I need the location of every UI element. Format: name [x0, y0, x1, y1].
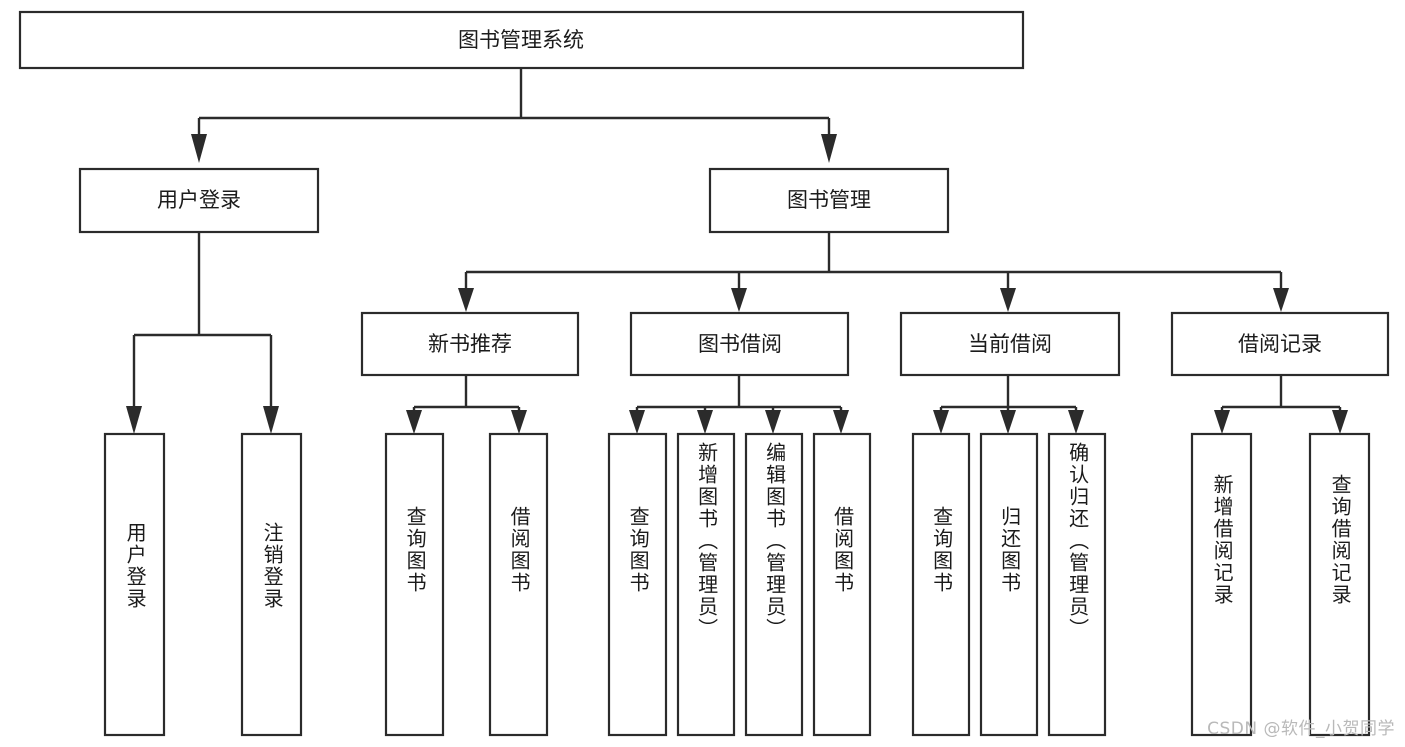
connector-group-user-login — [126, 232, 279, 434]
leaf-box-current-borrow-2[interactable] — [1047, 432, 1107, 737]
arrow-leaf-borrow-record-0 — [1214, 410, 1230, 434]
connector-group-new-book-recommend — [406, 375, 527, 434]
leaf-box-borrow-record-1[interactable] — [1308, 432, 1371, 737]
connector-group-borrow-record — [1214, 375, 1348, 434]
connector-group-book-manage — [458, 232, 1289, 312]
node-box-root[interactable] — [18, 10, 1025, 70]
leaf-box-new-book-0[interactable] — [384, 432, 445, 737]
connector-group-book-borrow — [629, 375, 849, 434]
leaf-box-borrow-record-0[interactable] — [1190, 432, 1253, 737]
node-label-current-borrow: 当前借阅 — [968, 332, 1052, 356]
node-box-new-book-recommend[interactable] — [360, 311, 580, 377]
watermark-text: CSDN @软件_小贺同学 — [1207, 719, 1395, 739]
node-label-book-manage: 图书管理 — [787, 188, 871, 212]
arrow-to-book-manage — [821, 134, 837, 163]
leaf-box-current-borrow-0[interactable] — [911, 432, 971, 737]
arrow-leaf-new-book-1 — [511, 410, 527, 434]
arrow-leaf-user-login-1 — [263, 406, 279, 434]
leaf-box-book-borrow-0[interactable] — [607, 432, 668, 737]
arrow-leaf-book-borrow-2 — [765, 410, 781, 434]
arrow-leaf-current-borrow-1 — [1000, 410, 1016, 434]
arrow-to-current-borrow — [1000, 288, 1016, 312]
arrow-leaf-user-login-0 — [126, 406, 142, 434]
node-label-user-login: 用户登录 — [157, 188, 241, 212]
connector-group-root — [191, 68, 837, 163]
connector-group-current-borrow — [933, 375, 1084, 434]
leaf-box-book-borrow-3[interactable] — [812, 432, 872, 737]
node-box-user-login[interactable] — [78, 167, 320, 234]
arrow-leaf-book-borrow-3 — [833, 410, 849, 434]
node-box-current-borrow[interactable] — [899, 311, 1121, 377]
arrow-to-borrow-record — [1273, 288, 1289, 312]
node-label-root: 图书管理系统 — [458, 28, 584, 52]
leaf-box-current-borrow-1[interactable] — [979, 432, 1039, 737]
arrow-to-book-borrow — [731, 288, 747, 312]
leaf-box-user-login-0[interactable] — [103, 432, 166, 737]
leaf-box-user-login-1[interactable] — [240, 432, 303, 737]
node-box-book-borrow[interactable] — [629, 311, 850, 377]
arrow-leaf-new-book-0 — [406, 410, 422, 434]
node-box-borrow-record[interactable] — [1170, 311, 1390, 377]
leaf-box-new-book-1[interactable] — [488, 432, 549, 737]
arrow-leaf-current-borrow-2 — [1068, 410, 1084, 434]
node-label-borrow-record: 借阅记录 — [1238, 332, 1322, 356]
node-label-new-book-recommend: 新书推荐 — [428, 332, 512, 356]
arrow-to-user-login — [191, 134, 207, 163]
arrow-leaf-current-borrow-0 — [933, 410, 949, 434]
node-box-book-manage[interactable] — [708, 167, 950, 234]
arrow-to-new-book-recommend — [458, 288, 474, 312]
node-label-book-borrow: 图书借阅 — [698, 332, 782, 356]
arrow-leaf-book-borrow-0 — [629, 410, 645, 434]
arrow-leaf-book-borrow-1 — [697, 410, 713, 434]
arrow-leaf-borrow-record-1 — [1332, 410, 1348, 434]
leaf-box-book-borrow-1[interactable] — [676, 432, 736, 737]
leaf-box-book-borrow-2[interactable] — [744, 432, 804, 737]
